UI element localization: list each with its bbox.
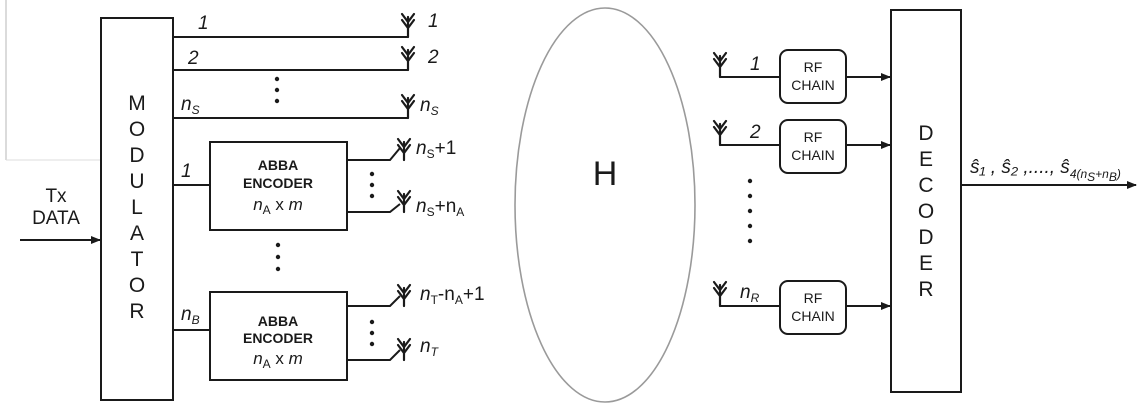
- branch-2-label: 2: [187, 48, 199, 69]
- decoder-block: [890, 9, 962, 393]
- antenna-icon: [396, 189, 412, 214]
- ellipsis-dot: [369, 193, 375, 199]
- svg-text:A: A: [130, 222, 144, 245]
- svg-text:E: E: [919, 148, 933, 171]
- branch-enc1-label: 1: [181, 161, 192, 182]
- svg-text:U: U: [129, 170, 144, 193]
- ellipsis-dot: [747, 238, 753, 244]
- svg-text:E: E: [919, 252, 933, 275]
- antenna-nsa-label: nS+nA: [416, 196, 464, 219]
- rx-antenna-2-label: 2: [749, 122, 761, 143]
- rf-chain-1-line1: RF: [804, 59, 823, 75]
- rf-chain-3: [779, 280, 847, 335]
- encoder2-title-line2: ENCODER: [243, 330, 313, 346]
- abba-encoder-2: [209, 291, 348, 381]
- ellipsis-dot: [747, 208, 753, 214]
- encoder2-title-line1: ABBA: [258, 313, 298, 329]
- antenna-ns-label: nS: [420, 95, 439, 118]
- rf-chain-3-line2: CHAIN: [791, 308, 835, 324]
- modulator-label: M O D U L A T O R: [128, 92, 146, 323]
- encoder1-dimension: nA x m: [253, 195, 303, 217]
- svg-text:L: L: [131, 196, 143, 219]
- antenna-icon: [396, 283, 412, 308]
- antenna-icon: [400, 93, 416, 120]
- rx-antenna-1-label: 1: [750, 54, 761, 75]
- branch-ns-label: nS: [181, 94, 200, 117]
- ellipsis-dot: [275, 254, 281, 260]
- ellipsis-dot: [275, 266, 281, 272]
- antenna-icon: [396, 137, 412, 162]
- antenna-icon: [712, 280, 728, 308]
- ellipsis-dot: [369, 171, 375, 177]
- rf-chain-2-line1: RF: [804, 129, 823, 145]
- svg-text:D: D: [129, 144, 144, 167]
- abba-encoder-1: [209, 141, 348, 231]
- svg-text:T: T: [131, 248, 144, 271]
- enc2-out-2: [347, 349, 401, 361]
- tx-data-label-line2: DATA: [32, 208, 80, 229]
- decoder-label: D E C O D E R: [918, 122, 934, 301]
- encoder1-title-line1: ABBA: [258, 157, 298, 173]
- svg-text:C: C: [918, 174, 933, 197]
- output-symbols-label: ŝ₁ , ŝ₂ ,...., ŝ4(nS+nB): [970, 157, 1121, 184]
- svg-text:R: R: [918, 278, 933, 301]
- channel-ellipse: [514, 7, 696, 403]
- antenna-icon: [396, 337, 412, 362]
- modulator-block: [100, 17, 174, 401]
- rf-chain-1-line2: CHAIN: [791, 77, 835, 93]
- encoder1-title-line2: ENCODER: [243, 175, 313, 191]
- svg-text:O: O: [129, 274, 145, 297]
- rf-chain-3-line1: RF: [804, 290, 823, 306]
- enc1-out-1: [347, 147, 401, 161]
- antenna-icon: [712, 119, 728, 147]
- ellipsis-dot: [274, 87, 280, 93]
- encoder2-dimension: nA x m: [253, 349, 303, 371]
- ellipsis-dot: [274, 98, 280, 104]
- svg-text:M: M: [128, 92, 146, 115]
- ellipsis-dot: [369, 319, 375, 325]
- rf-chain-2: [779, 119, 847, 174]
- channel-label: H: [593, 155, 618, 193]
- ellipsis-dot: [369, 182, 375, 188]
- branch-enc2-label: nB: [181, 304, 200, 327]
- tx-data-label-line1: Tx: [45, 186, 67, 207]
- svg-text:O: O: [129, 118, 145, 141]
- svg-text:R: R: [129, 300, 144, 323]
- enc1-out-2: [347, 203, 401, 213]
- antenna-icon: [712, 51, 728, 79]
- antenna-icon: [400, 45, 416, 72]
- ellipsis-dot: [369, 330, 375, 336]
- enc2-out-1: [347, 295, 401, 307]
- rx-antenna-nr-label: nR: [740, 282, 760, 305]
- antenna-nt-label: nT: [420, 336, 440, 359]
- ellipsis-dot: [747, 193, 753, 199]
- rf-chain-2-line2: CHAIN: [791, 147, 835, 163]
- ellipsis-dot: [747, 178, 753, 184]
- antenna-nt-na-label: nT-nA+1: [420, 284, 485, 307]
- antenna-2-label: 2: [427, 47, 439, 68]
- ellipsis-dot: [275, 242, 281, 248]
- antenna-1-label: 1: [428, 11, 439, 32]
- ellipsis-dot: [369, 341, 375, 347]
- svg-text:D: D: [918, 226, 933, 249]
- branch-1-label: 1: [198, 13, 209, 34]
- ellipsis-dot: [747, 223, 753, 229]
- svg-text:D: D: [918, 122, 933, 145]
- antenna-icon: [400, 12, 416, 39]
- svg-text:O: O: [918, 200, 934, 223]
- ellipsis-dot: [274, 76, 280, 82]
- antenna-ns1-label: nS+1: [416, 138, 456, 161]
